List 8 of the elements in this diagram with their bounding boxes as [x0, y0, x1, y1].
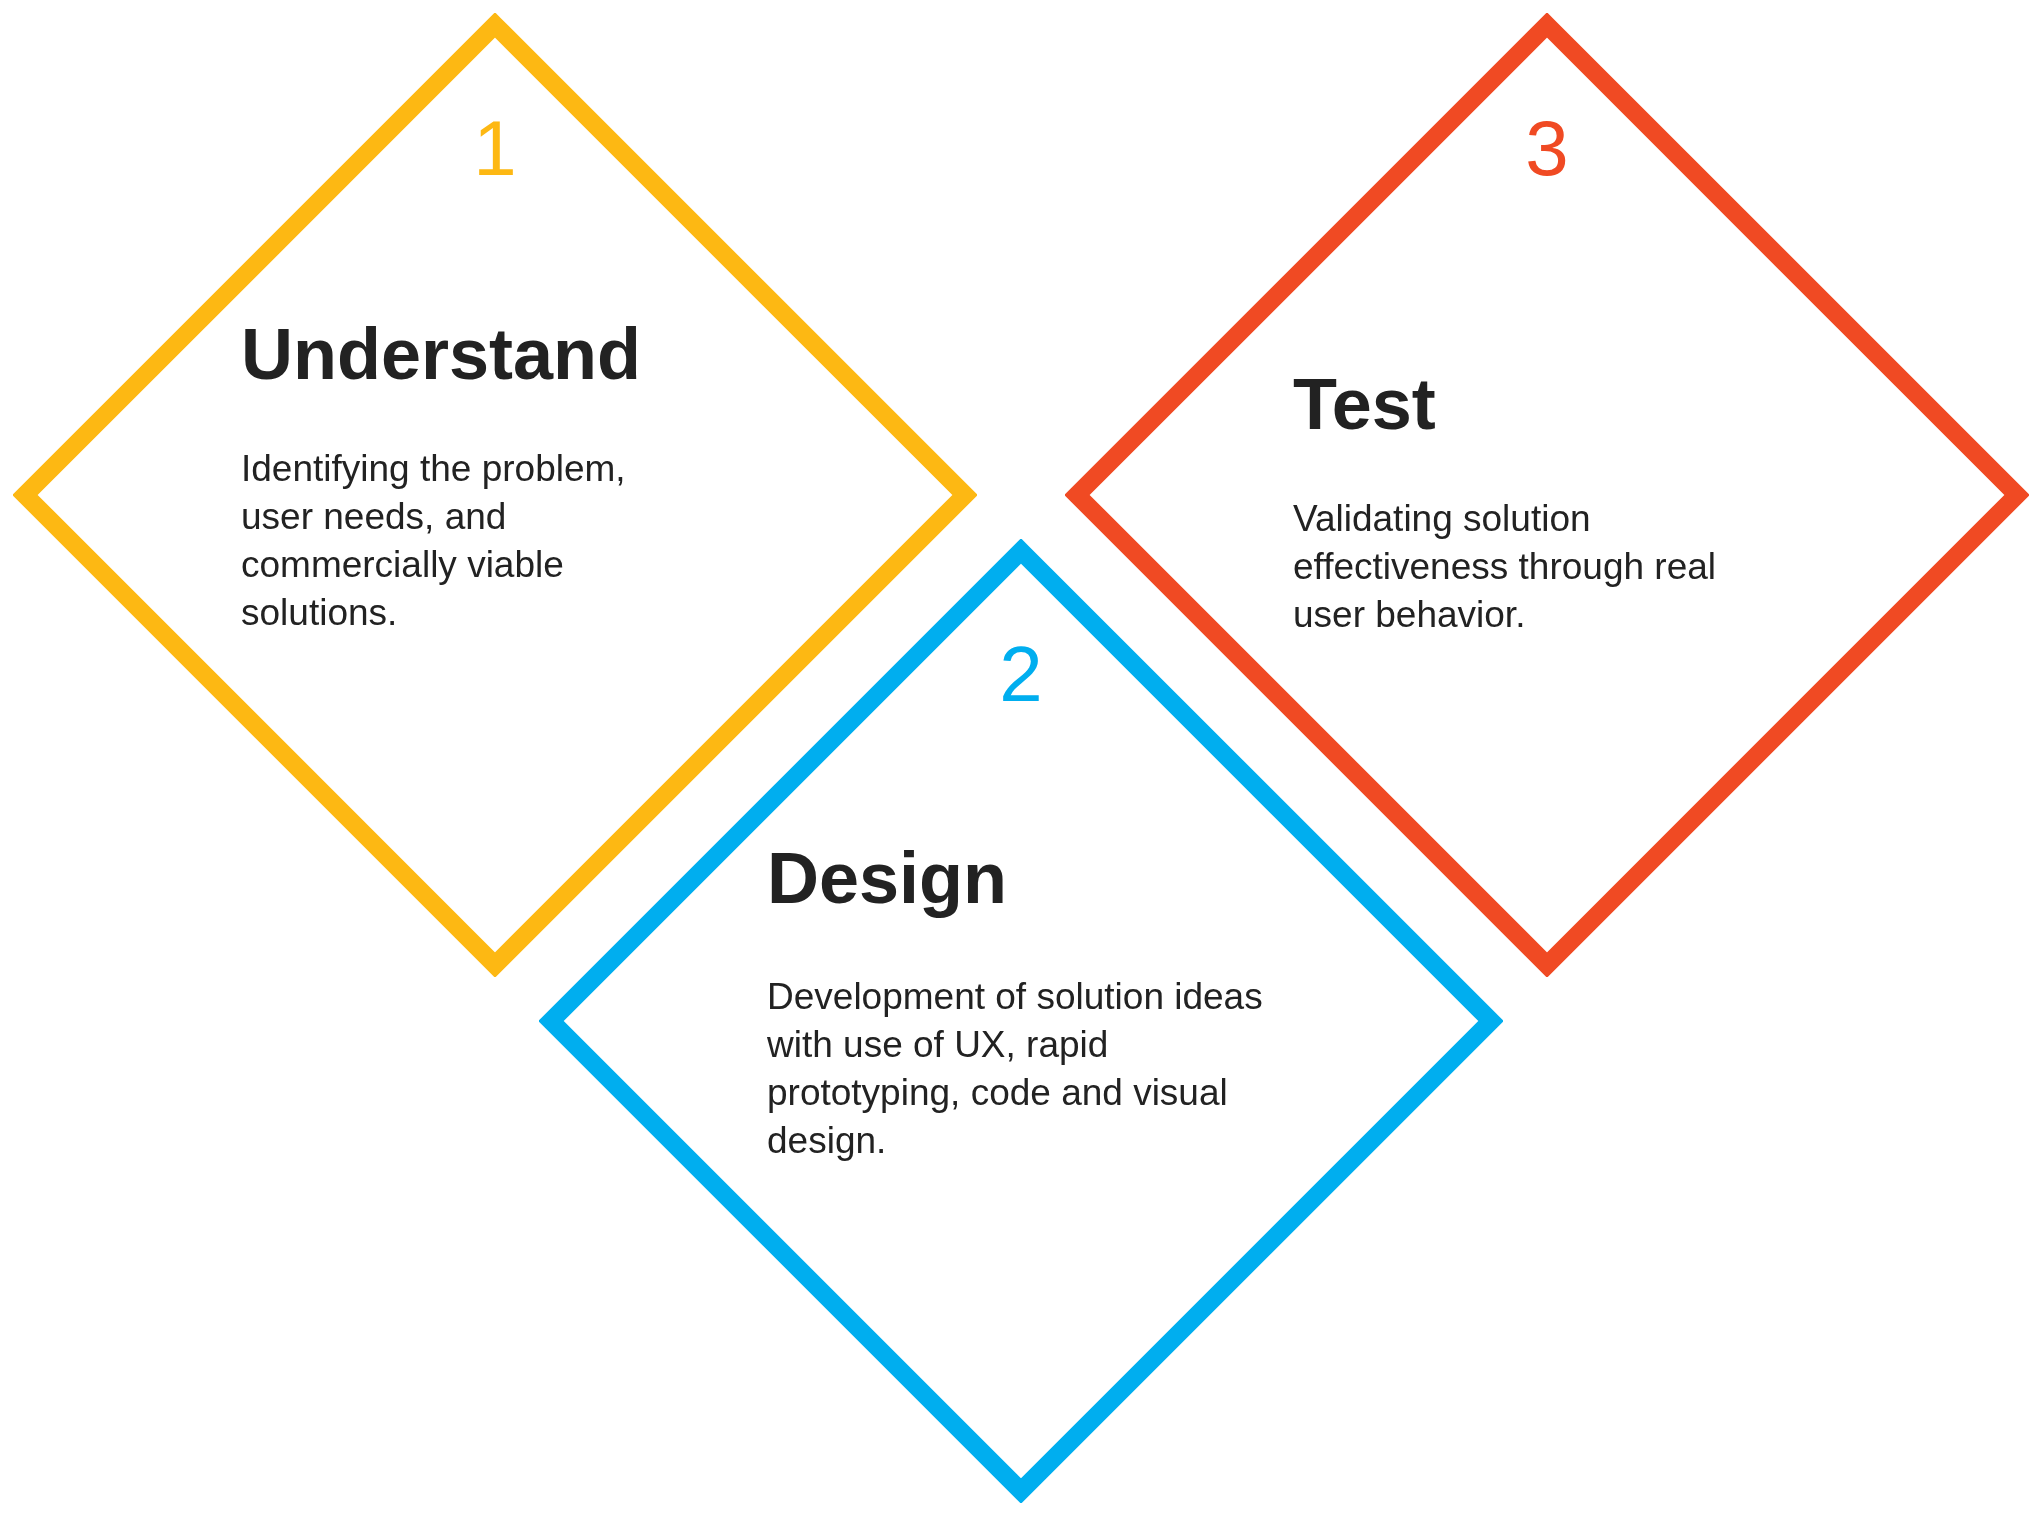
step-number: 3	[1524, 109, 1570, 187]
step-number: 1	[472, 109, 518, 187]
step-heading: Understand	[241, 318, 642, 390]
step-description: Development of solution ideas with use of UX, rapid prototyping, code and visual design.	[767, 975, 1264, 1163]
step-description: Validating solution effectiveness through real user behavior.	[1293, 497, 1718, 637]
step-number: 2	[998, 635, 1044, 713]
step-heading: Test	[1293, 368, 1436, 440]
step-description: Identifying the problem, user needs, and commercially viable solutions.	[241, 447, 627, 635]
